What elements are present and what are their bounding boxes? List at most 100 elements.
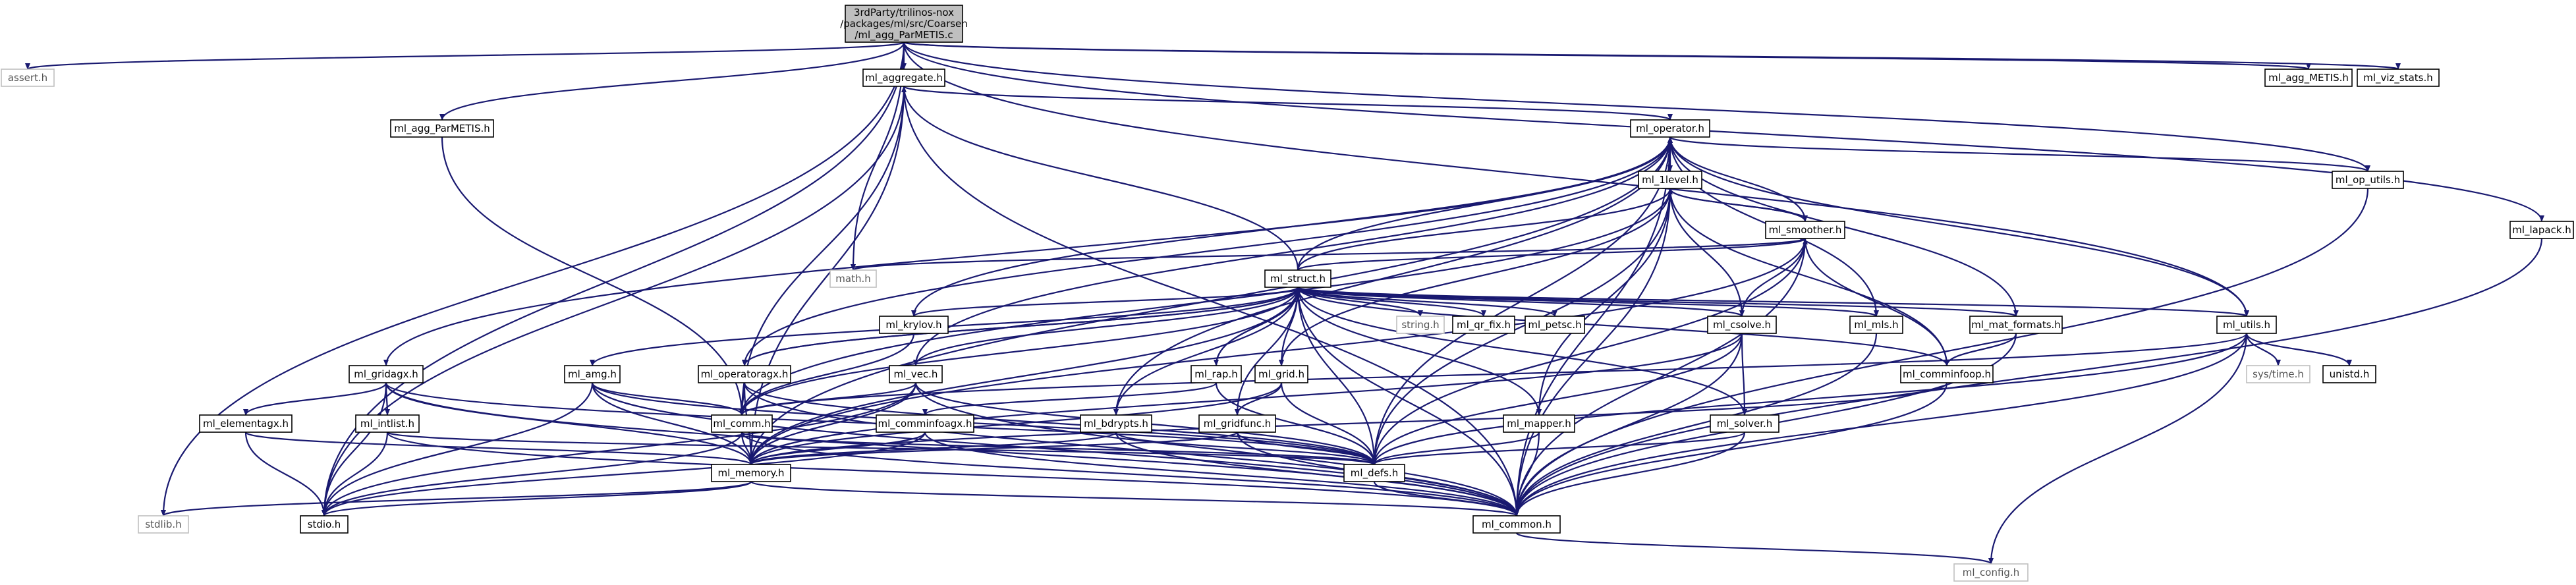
edge-struct-to-comminfoop xyxy=(1297,287,1949,366)
node-ml-op-utils-h[interactable]: ml_op_utils.h xyxy=(2332,171,2404,189)
edge-vec-to-stdio xyxy=(322,382,917,516)
node-label: ml_krylov.h xyxy=(885,319,941,331)
node-ml-intlist-h[interactable]: ml_intlist.h xyxy=(355,414,420,433)
node-label: ml_petsc.h xyxy=(1528,319,1581,331)
edge-struct-to-mat_formats xyxy=(1297,286,2019,318)
node-ml-comm-h[interactable]: ml_comm.h xyxy=(711,414,773,433)
node-ml-csolve-h[interactable]: ml_csolve.h xyxy=(1707,316,1777,334)
edge-bdrypts-to-defs xyxy=(1115,431,1377,466)
edge-defs-to-common xyxy=(1373,481,1519,516)
node-label: ml_1level.h xyxy=(1642,174,1698,186)
edge-root-to-op_utils xyxy=(903,42,2370,172)
node-ml-struct-h[interactable]: ml_struct.h xyxy=(1264,269,1331,288)
node-label: ml_elementagx.h xyxy=(203,418,289,430)
edge-root-to-viz_stats xyxy=(903,41,2400,70)
node-label: assert.h xyxy=(8,72,47,84)
node-ml-comminfoop-h[interactable]: ml_comminfoop.h xyxy=(1900,365,1994,383)
edge-gridagx-to-elementagx xyxy=(243,382,387,416)
node-ml-memory-h[interactable]: ml_memory.h xyxy=(711,464,791,482)
edge-struct-to-utils xyxy=(1297,286,2249,318)
node-ml-grid-h[interactable]: ml_grid.h xyxy=(1254,365,1308,383)
node-ml-rap-h[interactable]: ml_rap.h xyxy=(1190,365,1242,383)
node-label: math.h xyxy=(835,273,870,285)
edge-gridfunc-to-memory xyxy=(748,431,1239,466)
node-ml-comminfoagx-h[interactable]: ml_comminfoagx.h xyxy=(876,414,974,433)
edge-operator-to-common xyxy=(1514,136,1671,516)
node-ml-mls-h[interactable]: ml_mls.h xyxy=(1849,316,1903,334)
node-label: string.h xyxy=(1401,319,1439,331)
node-ml-amg-h[interactable]: ml_amg.h xyxy=(564,365,621,383)
node-ml-solver-h[interactable]: ml_solver.h xyxy=(1710,414,1779,433)
edge-comm-to-defs xyxy=(741,431,1377,466)
node-ml-mapper-h[interactable]: ml_mapper.h xyxy=(1503,414,1575,433)
node-label: ml_comminfoagx.h xyxy=(878,418,972,430)
edge-lapack-to-common xyxy=(1514,238,2543,516)
node-string-h[interactable]: string.h xyxy=(1396,316,1445,334)
file-nodes: 3rdParty/trilinos-nox /packages/ml/src/C… xyxy=(1,5,2574,582)
edge-rap-to-struct xyxy=(1215,287,1301,366)
node-ml-defs-h[interactable]: ml_defs.h xyxy=(1343,464,1405,482)
edge-op_utils-to-common xyxy=(1514,188,2369,516)
edge-comm-to-stdio xyxy=(322,432,743,516)
node-stdio-h[interactable]: stdio.h xyxy=(300,515,349,534)
node-ml-operatoragx-h[interactable]: ml_operatoragx.h xyxy=(698,365,791,383)
node-label: ml_solver.h xyxy=(1717,418,1773,430)
node-label: ml_qr_fix.h xyxy=(1457,319,1511,331)
edge-struct-to-smoother xyxy=(1297,237,1808,271)
node-sys-time-h[interactable]: sys/time.h xyxy=(2246,365,2310,383)
node-ml-petsc-h[interactable]: ml_petsc.h xyxy=(1525,316,1585,334)
node-ml-krylov-h[interactable]: ml_krylov.h xyxy=(879,316,949,334)
node-ml-agg-parmetis-h[interactable]: ml_agg_ParMETIS.h xyxy=(390,119,494,138)
node-label: ml_amg.h xyxy=(568,368,617,381)
node-stdlib-h[interactable]: stdlib.h xyxy=(138,515,189,534)
node-ml-gridagx-h[interactable]: ml_gridagx.h xyxy=(349,365,424,383)
node-label: stdio.h xyxy=(308,518,341,530)
edge-solver-to-common xyxy=(1514,432,1746,516)
node-label: ml_lapack.h xyxy=(2512,224,2571,237)
node-root-ml-agg-parmetis-c[interactable]: 3rdParty/trilinos-nox /packages/ml/src/C… xyxy=(840,5,968,43)
node-unistd-h[interactable]: unistd.h xyxy=(2322,365,2376,383)
edge-vec-to-comm xyxy=(739,382,917,416)
edge-csolve-to-solver xyxy=(1741,333,1747,416)
edge-utils-to-comm xyxy=(739,333,2248,416)
node-ml-bdrypts-h[interactable]: ml_bdrypts.h xyxy=(1080,414,1152,433)
edge-aggregate-to-stdio xyxy=(322,86,905,516)
node-assert-h[interactable]: assert.h xyxy=(1,69,55,87)
node-ml-lapack-h[interactable]: ml_lapack.h xyxy=(2509,221,2574,239)
edge-level1-to-csolve xyxy=(1669,188,1745,317)
node-ml-common-h[interactable]: ml_common.h xyxy=(1472,515,1561,534)
dependency-edges xyxy=(25,41,2544,565)
edge-grid-to-memory xyxy=(748,382,1283,465)
node-label: ml_aggregate.h xyxy=(865,72,943,84)
node-ml-gridfunc-h[interactable]: ml_gridfunc.h xyxy=(1198,414,1276,433)
node-ml-mat-formats-h[interactable]: ml_mat_formats.h xyxy=(1969,316,2063,334)
edge-comminfoagx-to-common xyxy=(924,432,1519,516)
node-ml-operator-h[interactable]: ml_operator.h xyxy=(1630,119,1710,138)
node-ml-1level-h[interactable]: ml_1level.h xyxy=(1638,171,1702,189)
node-ml-config-h[interactable]: ml_config.h xyxy=(1953,563,2029,582)
node-ml-vec-h[interactable]: ml_vec.h xyxy=(889,365,943,383)
node-ml-aggregate-h[interactable]: ml_aggregate.h xyxy=(862,69,945,87)
edge-utils-to-unistd xyxy=(2245,333,2352,366)
root-label-line-2: /packages/ml/src/Coarsen xyxy=(840,18,968,30)
edge-struct-to-comm xyxy=(739,287,1299,416)
edge-comminfoagx-to-memory xyxy=(748,432,926,465)
node-label: ml_mapper.h xyxy=(1507,418,1571,430)
node-label: ml_operatoragx.h xyxy=(701,368,789,381)
node-ml-viz-stats-h[interactable]: ml_viz_stats.h xyxy=(2357,69,2440,87)
edge-operator-to-operatoragx xyxy=(742,136,1671,366)
edge-operator-to-vec xyxy=(913,136,1671,366)
node-label: ml_mls.h xyxy=(1854,319,1898,331)
node-ml-agg-metis-h[interactable]: ml_agg_METIS.h xyxy=(2264,69,2353,87)
edge-elementagx-to-stdio xyxy=(244,432,327,516)
node-ml-utils-h[interactable]: ml_utils.h xyxy=(2216,316,2277,334)
node-ml-qr-fix-h[interactable]: ml_qr_fix.h xyxy=(1452,316,1515,334)
node-math-h[interactable]: math.h xyxy=(829,269,877,288)
node-ml-elementagx-h[interactable]: ml_elementagx.h xyxy=(199,414,293,433)
node-label: ml_defs.h xyxy=(1351,467,1398,480)
node-label: ml_utils.h xyxy=(2223,319,2270,331)
edge-struct-to-defs xyxy=(1297,287,1377,465)
edge-root-to-utils xyxy=(903,42,2249,317)
node-ml-smoother-h[interactable]: ml_smoother.h xyxy=(1765,221,1845,239)
node-label: ml_smoother.h xyxy=(1769,224,1842,237)
